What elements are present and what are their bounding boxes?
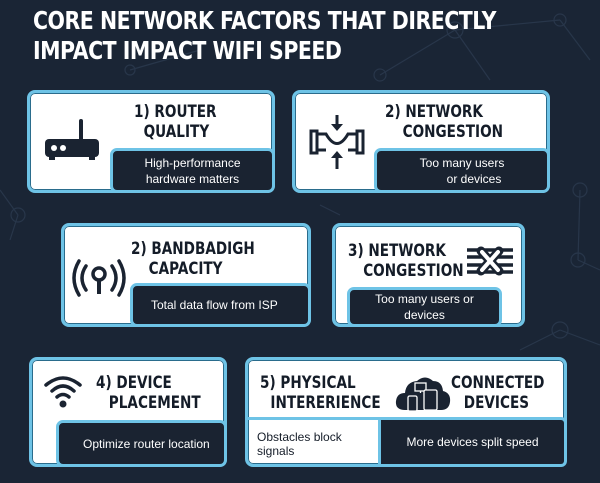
card-description: Too many users or devices: [374, 148, 550, 193]
factor-card-physical-interference: 5) PHYSICAL INTERERIENCE CONNECTED DEVIC…: [245, 357, 567, 467]
page-title: CORE NETWORK FACTORS THAT DIRECTLY IMPAC…: [33, 6, 497, 66]
card-title-connected-devices: CONNECTED DEVICES: [451, 373, 545, 413]
factor-card-bandwidth-capacity: 2) BANDBADIGH CAPACITY Total data flow f…: [61, 223, 311, 327]
factor-card-network-congestion-2: 3) NETWORK CONGESTION Too many users or …: [332, 223, 525, 327]
factor-card-device-placement: 4) DEVICE PLACEMENT Optimize router loca…: [29, 357, 227, 467]
factor-card-network-congestion: 2) NETWORK CONGESTION Too many users or …: [292, 90, 550, 193]
card-description-light: Obstacles block signals: [248, 417, 381, 467]
blocked-lines-icon: [467, 246, 513, 276]
page-title-line2: IMPACT IMPACT WIFI SPEED: [33, 36, 342, 65]
card-title: 2) BANDBADIGH CAPACITY: [131, 239, 255, 279]
card-description: Total data flow from ISP: [130, 283, 311, 327]
page-title-line1: CORE NETWORK FACTORS THAT DIRECTLY: [33, 6, 497, 35]
card-title: 1) ROUTER QUALITY: [134, 102, 217, 142]
factor-card-router-quality: 1) ROUTER QUALITY High-performance hardw…: [27, 90, 275, 193]
card-description: Optimize router location: [56, 420, 227, 467]
pipe-compression-icon: [309, 115, 365, 169]
card-title: 3) NETWORK CONGESTION: [348, 241, 464, 281]
cloud-devices-icon: [395, 377, 451, 412]
card-description: More devices split speed: [381, 417, 567, 467]
broadcast-antenna-icon: [72, 259, 126, 297]
card-title: 2) NETWORK CONGESTION: [385, 102, 504, 142]
wifi-icon: [44, 376, 82, 408]
card-title: 5) PHYSICAL INTERERIENCE: [260, 373, 381, 413]
card-title: 4) DEVICE PLACEMENT: [96, 373, 201, 413]
router-icon: [45, 119, 99, 160]
card-description: High-performance hardware matters: [110, 148, 275, 193]
card-description: Too many users or devices: [347, 287, 502, 327]
